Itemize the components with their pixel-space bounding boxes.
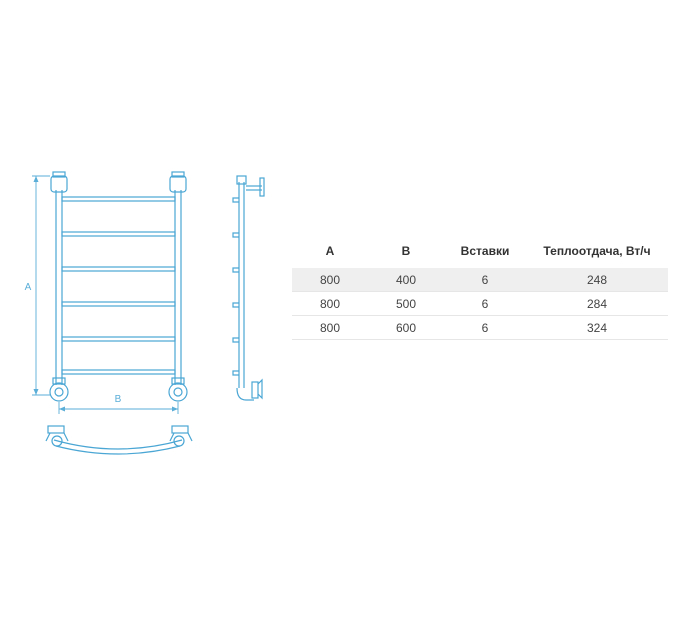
header-a: A (325, 244, 335, 258)
table-row: 800 500 6 284 (292, 291, 668, 316)
cell-a: 800 (292, 315, 368, 340)
cell-a: 800 (292, 291, 368, 316)
dimension-a (32, 175, 50, 396)
dimension-b-label: B (115, 394, 122, 405)
cell-heat-output: 284 (526, 291, 668, 316)
cell-inserts: 6 (444, 315, 526, 340)
cell-b: 500 (368, 291, 444, 316)
front-view (49, 171, 188, 402)
cell-inserts: 6 (444, 268, 526, 292)
cell-b: 600 (368, 315, 444, 340)
table-row: 800 600 6 324 (292, 315, 668, 340)
cell-heat-output: 324 (526, 315, 668, 340)
header-inserts: Вставки (460, 244, 510, 258)
header-heat-output: Теплоотдача, Вт/ч (543, 244, 651, 258)
header-b: B (401, 244, 411, 258)
specification-table: A B Вставки Теплоотдача, Вт/ч 800 400 6 … (292, 240, 668, 340)
table-header-row: A B Вставки Теплоотдача, Вт/ч (292, 240, 668, 268)
top-view (45, 425, 193, 455)
cell-heat-output: 248 (526, 268, 668, 292)
dimension-a-label: A (25, 282, 32, 293)
cell-a: 800 (292, 268, 368, 292)
side-view (232, 175, 265, 401)
cell-inserts: 6 (444, 291, 526, 316)
table-row: 800 400 6 248 (292, 268, 668, 292)
dimension-b (58, 402, 179, 414)
cell-b: 400 (368, 268, 444, 292)
